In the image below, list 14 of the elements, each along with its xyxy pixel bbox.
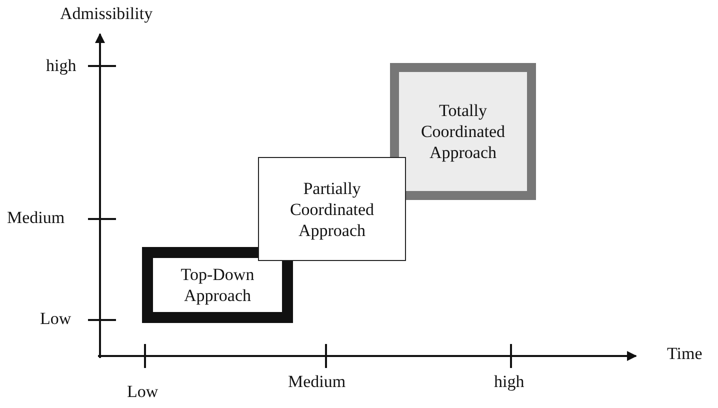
- approach-box: [142, 247, 293, 323]
- axis-label: Low: [40, 309, 72, 329]
- box-label: Partially Coordinated Approach: [288, 178, 376, 240]
- approach-box: [258, 157, 406, 261]
- box-label: Top-Down Approach: [180, 264, 256, 306]
- axis-label: Medium: [288, 372, 346, 392]
- axis-label: high: [494, 372, 524, 392]
- axis-label: Admissibility: [60, 4, 153, 24]
- axis-label: Low: [127, 382, 158, 402]
- box-label: Totally Coordinated Approach: [420, 100, 506, 163]
- axis-label: Time: [667, 344, 702, 364]
- axis-label: Medium: [7, 208, 65, 228]
- axis-label: high: [46, 56, 76, 76]
- approach-box: [390, 63, 536, 200]
